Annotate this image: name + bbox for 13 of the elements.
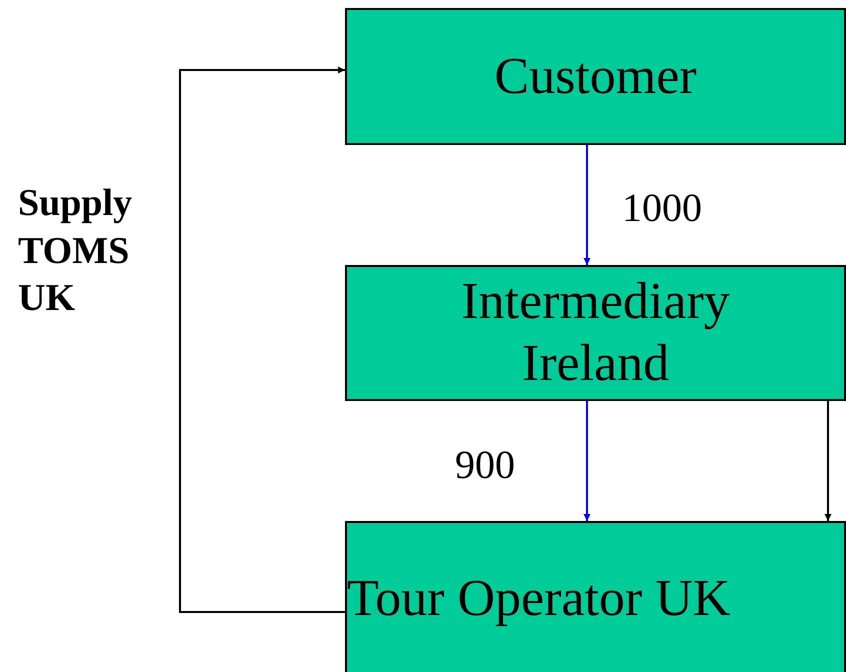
arrow bbox=[824, 401, 832, 521]
edge-label: 1000 bbox=[622, 184, 702, 232]
arrow bbox=[179, 66, 345, 613]
arrow bbox=[584, 401, 590, 521]
process-box bbox=[345, 265, 846, 401]
box-label: Customer bbox=[494, 46, 697, 106]
process-box bbox=[345, 521, 846, 672]
process-box bbox=[345, 8, 846, 145]
edge-label: 900 bbox=[455, 441, 515, 489]
box-label: Tour Operator UK bbox=[347, 569, 730, 630]
edge-label: Supply TOMS UK bbox=[18, 181, 134, 321]
arrow bbox=[584, 145, 590, 265]
box-label: Intermediary Ireland bbox=[460, 272, 731, 394]
